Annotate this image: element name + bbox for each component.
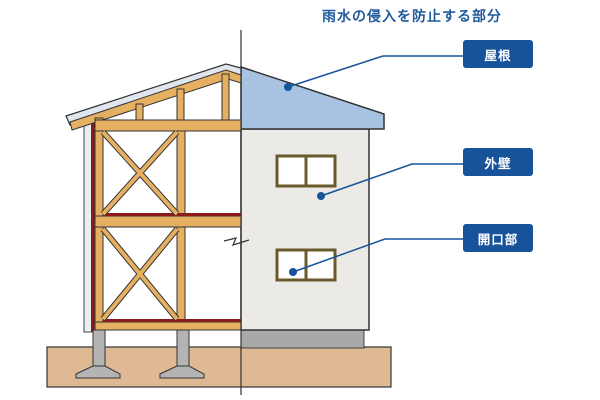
label-wall: 外壁 <box>463 148 533 176</box>
pier-middle <box>159 329 205 379</box>
marker-wall <box>317 192 325 200</box>
leader-opening <box>292 238 463 273</box>
window-upper <box>275 154 337 188</box>
marker-roof <box>284 83 292 91</box>
pier-left <box>75 329 121 379</box>
window-lower <box>275 248 337 282</box>
leader-wall <box>320 163 463 197</box>
foundation-base <box>240 329 365 349</box>
cross-braces <box>101 130 179 321</box>
leader-roof <box>287 55 463 88</box>
beam-top <box>94 119 242 132</box>
beam-middle <box>94 215 242 228</box>
marker-opening <box>289 268 297 276</box>
label-opening: 開口部 <box>463 224 533 252</box>
floor-sill-lower <box>103 319 241 322</box>
label-roof: 屋根 <box>463 40 533 68</box>
left-sill-wrap <box>91 118 95 332</box>
stud-1 <box>135 103 144 121</box>
left-cladding <box>83 117 93 333</box>
roof <box>240 65 385 130</box>
stud-3 <box>221 73 230 121</box>
beam-bottom <box>94 321 242 331</box>
floor-sill-upper <box>103 213 241 216</box>
diagram-title: 雨水の侵入を防止する部分 <box>322 9 502 25</box>
stud-2 <box>176 88 185 121</box>
